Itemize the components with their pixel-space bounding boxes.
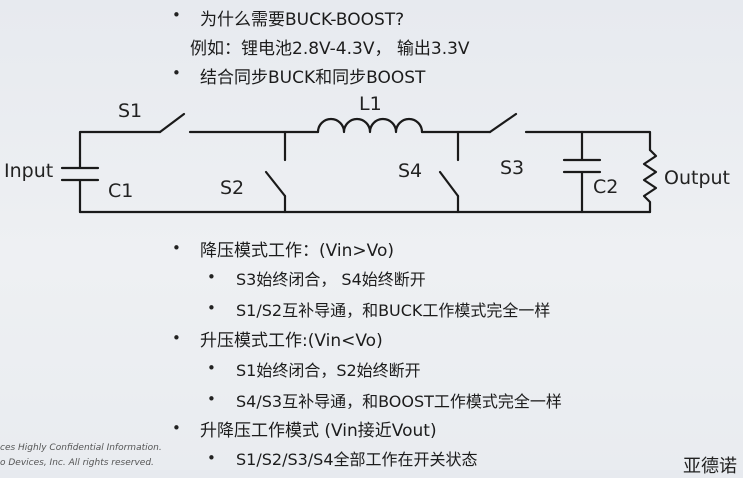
switch-s3 <box>488 112 518 134</box>
label-s2: S2 <box>220 177 245 199</box>
boost-mode-sub2: S4/S3互补导通，和BOOST工作模式完全一样 <box>236 392 562 411</box>
intro-combine: 结合同步BUCK和同步BOOST <box>200 68 426 88</box>
footer-confidential: ces Highly Confidential Information. <box>0 443 162 453</box>
top-rail-output-wire <box>524 130 652 152</box>
boost-bullet: • <box>172 329 181 347</box>
buck-mode-title: 降压模式工作：(Vin>Vo) <box>200 241 394 261</box>
buck-mode-sub2: S1/S2互补导通，和BUCK工作模式完全一样 <box>236 301 551 320</box>
top-rail-left-wire <box>78 130 162 160</box>
footer-copyright: o Devices, Inc. All rights reserved. <box>0 458 154 468</box>
label-s1: S1 <box>118 100 143 122</box>
boost-sub2-bullet: • <box>207 390 216 408</box>
boost-sub1-bullet: • <box>207 359 216 377</box>
buckboost-bullet: • <box>172 419 181 437</box>
capacitor-c1 <box>60 156 100 214</box>
output-resistor <box>642 148 658 214</box>
watermark-text: 亚德诺 <box>683 456 737 477</box>
buck-sub1-bullet: • <box>207 268 216 286</box>
switch-s4 <box>438 170 460 198</box>
intro-example: 例如：锂电池2.8V-4.3V， 输出3.3V <box>190 39 470 59</box>
boost-mode-title: 升压模式工作:(Vin<Vo) <box>200 331 383 351</box>
buck-mode-sub1: S3始终闭合， S4始终断开 <box>236 270 426 289</box>
label-output: Output <box>664 167 730 189</box>
label-c2: C2 <box>593 176 619 198</box>
buckboost-sub1-bullet: • <box>207 449 216 467</box>
label-input: Input <box>4 160 54 182</box>
buck-sub2-bullet: • <box>207 299 216 317</box>
label-l1: L1 <box>359 93 382 115</box>
boost-mode-sub1: S1始终闭合，S2始终断开 <box>236 361 421 380</box>
label-s3: S3 <box>500 157 525 179</box>
intro-bullet-2: • <box>172 64 181 82</box>
label-s4: S4 <box>398 160 423 182</box>
buckboost-mode-sub1: S1/S2/S3/S4全部工作在开关状态 <box>236 450 478 469</box>
inductor-l1 <box>316 117 424 134</box>
capacitor-c2 <box>562 130 602 214</box>
intro-question: 为什么需要BUCK-BOOST? <box>200 10 405 30</box>
buck-bullet: • <box>172 239 181 257</box>
switch-s2 <box>264 170 287 198</box>
intro-bullet-1: • <box>172 6 181 24</box>
switch-s1 <box>158 112 186 134</box>
label-c1: C1 <box>108 180 134 202</box>
buckboost-mode-title: 升降压工作模式 (Vin接近Vout) <box>200 421 437 441</box>
